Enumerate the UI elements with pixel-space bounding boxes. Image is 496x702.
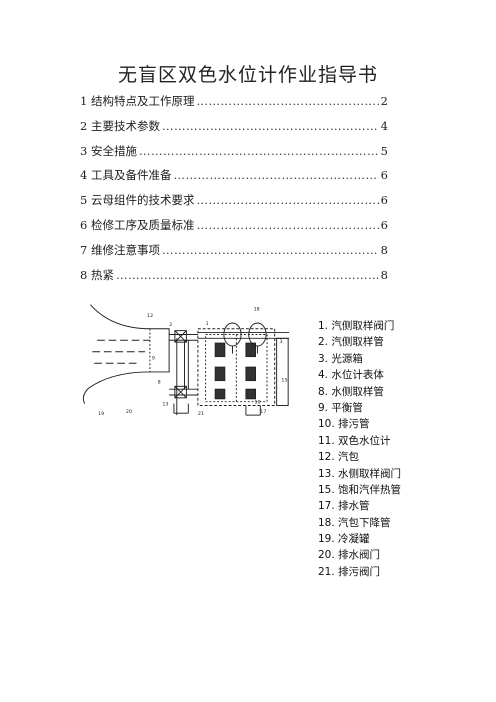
toc-leader-dots: [162, 243, 379, 257]
legend-item: 15. 饱和汽伴热管: [318, 483, 402, 496]
legend-item: 3. 光源箱: [318, 352, 363, 365]
toc-entry-label: 1 结构特点及工作原理: [80, 94, 195, 108]
legend-item: 2. 汽侧取样管: [318, 336, 384, 349]
legend-item: 4. 水位计表体: [318, 369, 384, 382]
legend-item: 20. 排水阀门: [318, 549, 381, 562]
legend-item: 10. 排污管: [318, 418, 370, 431]
toc-entry-page: 8: [380, 242, 388, 257]
table-of-contents: 1 结构特点及工作原理 2 2 主要技术参数 4 3 安全措施 5 4 工具及备件准备…: [80, 93, 388, 291]
toc-entry-label: 6 检修工序及质量标准: [80, 217, 195, 232]
toc-entry-page: 2: [380, 94, 388, 108]
toc-entry-label: 4 工具及备件准备: [80, 168, 172, 183]
toc-entry-page: 4: [380, 118, 388, 133]
toc-entry[interactable]: 2 主要技术参数 4: [80, 118, 388, 143]
toc-leader-dots: [196, 193, 378, 207]
steam-drum: [82, 304, 170, 404]
toc-entry[interactable]: 1 结构特点及工作原理 2: [80, 93, 388, 118]
toc-entry[interactable]: 6 检修工序及质量标准 6: [80, 217, 388, 242]
toc-leader-dots: [196, 218, 378, 232]
legend-item: 9. 平衡管: [318, 401, 363, 414]
gauge-body: [197, 328, 276, 406]
legend-item: 19. 冷凝罐: [318, 533, 370, 546]
toc-entry-label: 3 安全措施: [80, 143, 137, 158]
toc-entry-page: 6: [380, 217, 388, 232]
toc-entry[interactable]: 7 维修注意事项 8: [80, 242, 388, 267]
toc-leader-dots: [196, 94, 378, 108]
legend-item: 17. 排水管: [318, 500, 370, 513]
toc-entry[interactable]: 3 安全措施 5: [80, 143, 388, 168]
toc-entry-page: 6: [380, 193, 388, 208]
callout-label: 8: [158, 379, 161, 385]
callout-label: 21: [198, 411, 204, 417]
legend-item: 18. 汽包下降管: [318, 516, 391, 529]
callout-label: 12: [147, 313, 153, 319]
toc-entry-page: 5: [380, 143, 388, 158]
drain-pipes: [173, 403, 261, 416]
callout-labels: 12 2 1 18 3 9 8 15 13 21 20 10 17 19: [98, 306, 287, 417]
legend-item: 13. 水侧取样阀门: [318, 467, 402, 480]
callout-label: 17: [260, 409, 266, 415]
document-title: 无盲区双色水位计作业指导书: [117, 64, 378, 86]
legend-item: 1. 汽侧取样阀门: [318, 320, 395, 332]
legend-item: 21. 排污阀门: [318, 565, 381, 578]
callout-label: 3: [280, 339, 283, 345]
callout-label: 9: [152, 355, 155, 361]
toc-leader-dots: [116, 268, 379, 282]
toc-entry-label: 8 热紧: [80, 267, 114, 282]
diagram-legend: 1. 汽侧取样阀门 2. 汽侧取样管 3. 光源箱 4. 水位计表体 8. 水侧…: [318, 318, 401, 580]
legend-item: 11. 双色水位计: [318, 434, 391, 447]
toc-entry-label: 2 主要技术参数: [80, 118, 160, 133]
callout-label: 2: [169, 322, 172, 328]
toc-leader-dots: [173, 168, 378, 182]
callout-label: 10: [255, 400, 261, 406]
toc-leader-dots: [139, 144, 379, 158]
toc-entry-label: 5 云母组件的技术要求: [80, 193, 195, 208]
sampling-valves: [174, 330, 187, 399]
callout-label: 18: [254, 306, 260, 312]
toc-entry[interactable]: 5 云母组件的技术要求 6: [80, 192, 388, 217]
callout-label: 20: [126, 409, 132, 415]
callout-label: 19: [98, 411, 104, 417]
toc-entry[interactable]: 8 热紧 8: [80, 267, 388, 292]
toc-leader-dots: [162, 119, 379, 133]
toc-entry[interactable]: 4 工具及备件准备 6: [80, 167, 388, 192]
legend-item: 8. 水侧取样管: [318, 385, 384, 398]
light-source-box: [276, 337, 289, 406]
toc-entry-label: 7 维修注意事项: [80, 242, 160, 257]
legend-item: 12. 汽包: [318, 451, 360, 464]
callout-label: 13: [162, 402, 168, 408]
callout-label: 15: [281, 378, 287, 384]
callout-label: 1: [206, 321, 209, 327]
toc-entry-page: 8: [380, 267, 388, 282]
toc-entry-page: 6: [380, 168, 388, 183]
water-level-gauge-diagram: 12 2 1 18 3 9 8 15 13 21 20 10 17 19: [82, 304, 290, 417]
sampling-pipes: [169, 332, 290, 416]
condensers: [223, 322, 267, 354]
